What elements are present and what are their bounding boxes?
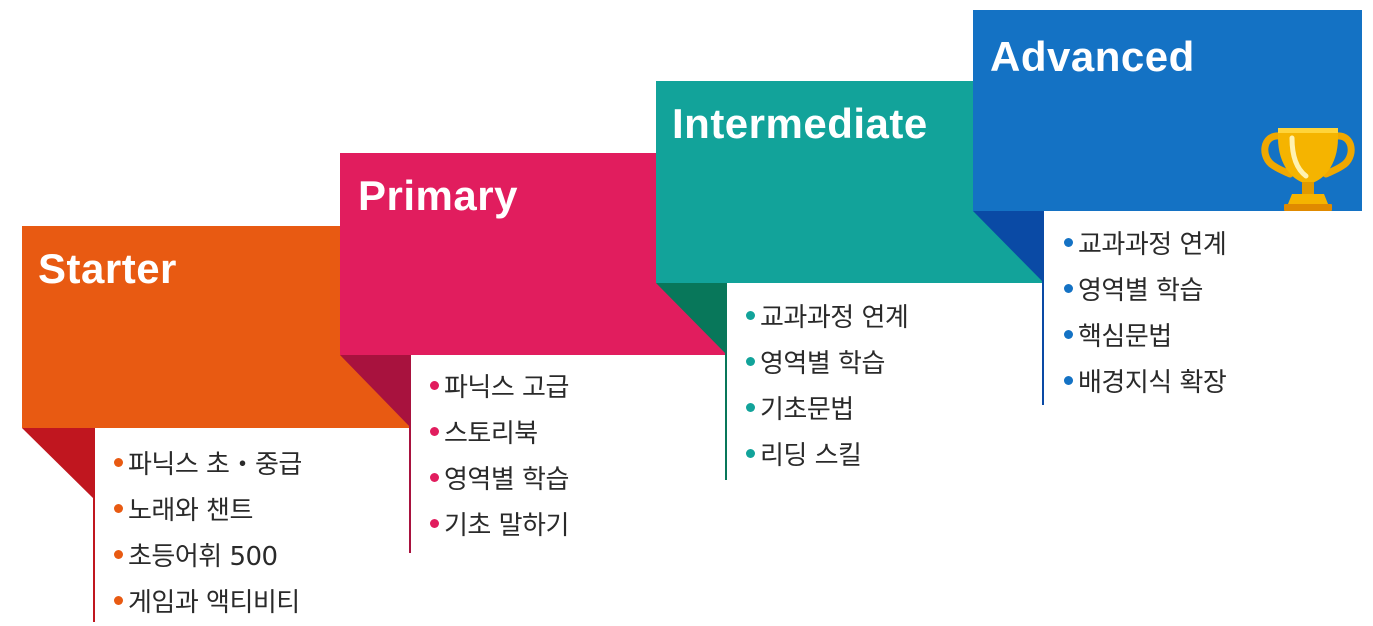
trophy-icon xyxy=(1261,128,1355,211)
bullet-icon xyxy=(430,381,439,390)
item-label: 핵심문법 xyxy=(1078,322,1172,352)
item-label: 파닉스 고급 xyxy=(444,373,569,403)
bullet-icon xyxy=(114,504,123,513)
bullet-icon xyxy=(746,311,755,320)
advanced-items: 교과과정 연계 영역별 학습 핵심문법 배경지식 확장 xyxy=(1064,222,1227,406)
intermediate-divider xyxy=(725,283,727,480)
list-item: 초등어휘 500 xyxy=(114,534,302,580)
item-label: 영역별 학습 xyxy=(444,465,569,495)
bullet-icon xyxy=(114,458,123,467)
item-label: 노래와 챈트 xyxy=(128,496,253,526)
intermediate-fold xyxy=(656,283,727,355)
level-title-primary: Primary xyxy=(358,172,518,219)
intermediate-items: 교과과정 연계 영역별 학습 기초문법 리딩 스킬 xyxy=(746,295,909,479)
bullet-icon xyxy=(114,550,123,559)
list-item: 파닉스 초・중급 xyxy=(114,442,302,488)
bullet-icon xyxy=(1064,284,1073,293)
item-label: 파닉스 초・중급 xyxy=(128,450,302,480)
advanced-fold xyxy=(973,211,1044,283)
list-item: 노래와 챈트 xyxy=(114,488,302,534)
item-label: 교과과정 연계 xyxy=(760,303,909,333)
advanced-divider xyxy=(1042,211,1044,405)
list-item: 교과과정 연계 xyxy=(746,295,909,341)
primary-divider xyxy=(409,355,411,553)
bullet-icon xyxy=(746,357,755,366)
list-item: 리딩 스킬 xyxy=(746,433,908,479)
list-item: 게임과 액티비티 xyxy=(114,580,302,626)
bullet-icon xyxy=(430,473,439,482)
bullet-icon xyxy=(746,403,755,412)
starter-fold xyxy=(22,428,95,500)
item-label: 기초 말하기 xyxy=(444,511,569,541)
level-title-starter: Starter xyxy=(38,245,177,292)
item-label: 게임과 액티비티 xyxy=(128,588,300,618)
bullet-icon xyxy=(114,596,123,605)
bullet-icon xyxy=(1064,330,1073,339)
list-item: 배경지식 확장 xyxy=(1064,360,1227,406)
primary-fold xyxy=(340,355,411,428)
item-label: 리딩 스킬 xyxy=(760,441,862,471)
bullet-icon xyxy=(1064,376,1073,385)
item-label: 기초문법 xyxy=(760,395,854,425)
list-item: 교과과정 연계 xyxy=(1064,222,1227,268)
list-item: 스토리북 xyxy=(430,411,569,457)
primary-items: 파닉스 고급 스토리북 영역별 학습 기초 말하기 xyxy=(430,365,569,549)
list-item: 영역별 학습 xyxy=(1064,268,1226,314)
level-title-intermediate: Intermediate xyxy=(672,100,928,147)
list-item: 파닉스 고급 xyxy=(430,365,569,411)
item-label: 스토리북 xyxy=(444,419,538,449)
list-item: 기초문법 xyxy=(746,387,908,433)
bullet-icon xyxy=(430,519,439,528)
starter-divider xyxy=(93,428,95,622)
list-item: 핵심문법 xyxy=(1064,314,1226,360)
item-label: 초등어휘 500 xyxy=(128,542,278,572)
bullet-icon xyxy=(746,449,755,458)
starter-items: 파닉스 초・중급 노래와 챈트 초등어휘 500 게임과 액티비티 xyxy=(114,442,302,626)
bullet-icon xyxy=(1064,238,1073,247)
list-item: 영역별 학습 xyxy=(430,457,569,503)
item-label: 영역별 학습 xyxy=(760,349,885,379)
list-item: 영역별 학습 xyxy=(746,341,908,387)
list-item: 기초 말하기 xyxy=(430,503,569,549)
item-label: 교과과정 연계 xyxy=(1078,230,1227,260)
item-label: 영역별 학습 xyxy=(1078,276,1203,306)
item-label: 배경지식 확장 xyxy=(1078,368,1227,398)
level-title-advanced: Advanced xyxy=(990,33,1195,80)
bullet-icon xyxy=(430,427,439,436)
